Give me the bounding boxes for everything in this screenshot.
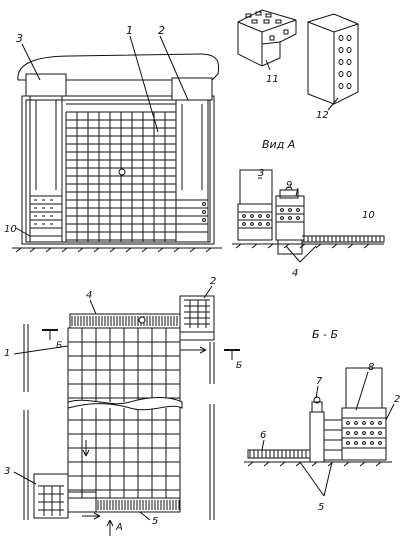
plan-label-2: 2 — [210, 276, 216, 287]
front-right-column — [171, 77, 213, 101]
front-left-column — [25, 73, 67, 97]
view-a-column — [239, 169, 273, 205]
plan-unit-3 — [33, 473, 69, 519]
plan-right-rail — [209, 342, 215, 520]
section-label-6: 6 — [260, 430, 266, 441]
section-bb-title: Б - Б — [312, 328, 338, 341]
view-a: Вид А 3 9 10 4 — [232, 138, 385, 279]
plan-label-1: 1 — [4, 348, 10, 359]
label-10: 10 — [4, 224, 17, 235]
section-bb: Б - Б 7 8 2 6 5 — [244, 328, 400, 513]
view-a-label-3: 3 — [258, 168, 264, 179]
block-12: 12 — [307, 13, 359, 121]
plan-label-4: 4 — [86, 290, 92, 301]
block-11: 11 — [237, 9, 297, 85]
section-press — [309, 411, 325, 463]
plan-arrow-a: А — [115, 522, 123, 533]
front-frame — [21, 95, 215, 245]
plan-label-5: 5 — [152, 516, 158, 527]
view-a-title: Вид А — [262, 138, 295, 151]
front-cover — [17, 53, 220, 81]
section-label-5: 5 — [318, 502, 324, 513]
section-column — [345, 367, 383, 409]
front-center-mark — [118, 168, 126, 176]
plan-section-b-left: Б — [56, 341, 62, 351]
plan-break-line — [67, 397, 183, 411]
section-label-2: 2 — [394, 394, 400, 405]
label-11: 11 — [266, 74, 279, 85]
plan-label-3: 3 — [4, 466, 10, 477]
section-label-8: 8 — [368, 362, 374, 373]
view-a-label-10: 10 — [362, 210, 375, 221]
front-right-stack — [176, 199, 208, 233]
label-3: 3 — [16, 32, 23, 45]
view-a-label-9: 9 — [286, 180, 292, 191]
front-left-stack — [30, 195, 62, 237]
label-12: 12 — [316, 110, 329, 121]
plan-view: 4 2 1 3 5 Б Б А — [4, 276, 242, 536]
view-a-label-4: 4 — [292, 268, 298, 279]
label-2: 2 — [158, 24, 165, 37]
plan-section-b-right: Б — [236, 361, 242, 371]
section-label-7: 7 — [316, 376, 323, 387]
front-grid — [65, 103, 177, 242]
front-ground-hatch — [15, 247, 212, 253]
plan-left-rail — [23, 324, 29, 520]
plan-unit-2 — [179, 295, 215, 333]
label-1: 1 — [126, 24, 133, 37]
view-a-conveyor — [302, 235, 385, 243]
front-elevation: 1 2 3 10 — [4, 24, 222, 253]
section-conveyor — [247, 449, 311, 459]
